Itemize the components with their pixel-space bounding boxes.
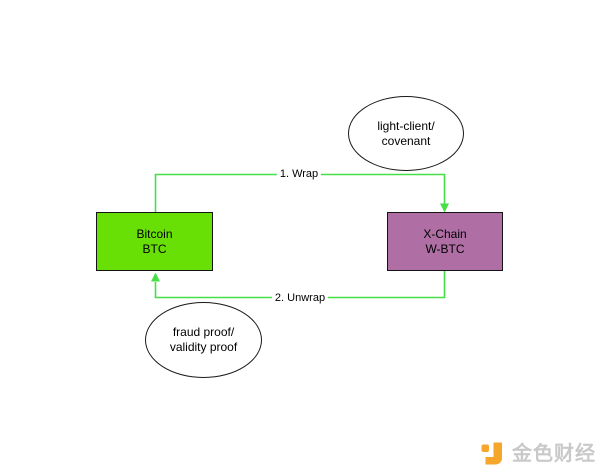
node-xchain: X-Chain W-BTC [387, 212, 503, 271]
wrap-edge-label: 1. Wrap [276, 168, 322, 180]
node-bitcoin: Bitcoin BTC [96, 212, 213, 271]
jinse-finance-logo-icon [481, 442, 502, 465]
watermark-text: 金色财经 [512, 442, 596, 465]
node-light-client: light-client/ covenant [348, 96, 464, 171]
node-light-client-line1: light-client/ [377, 118, 435, 133]
node-bitcoin-subtitle: BTC [142, 241, 167, 256]
node-bitcoin-title: Bitcoin [136, 226, 173, 241]
node-fraud-proof-line1: fraud proof/ [172, 325, 235, 339]
wrap-arrowhead-icon [440, 203, 449, 213]
watermark: 金色财经 [480, 440, 596, 467]
unwrap-arrowhead-icon [151, 272, 160, 282]
node-fraud-proof: fraud proof/ validity proof [145, 302, 262, 378]
node-xchain-subtitle: W-BTC [425, 241, 465, 256]
node-xchain-title: X-Chain [423, 226, 467, 241]
wrap-connector [154, 173, 446, 213]
unwrap-edge-label: 2. Unwrap [271, 292, 329, 304]
node-light-client-line2: covenant [381, 133, 431, 148]
node-fraud-proof-line2: validity proof [169, 340, 238, 354]
